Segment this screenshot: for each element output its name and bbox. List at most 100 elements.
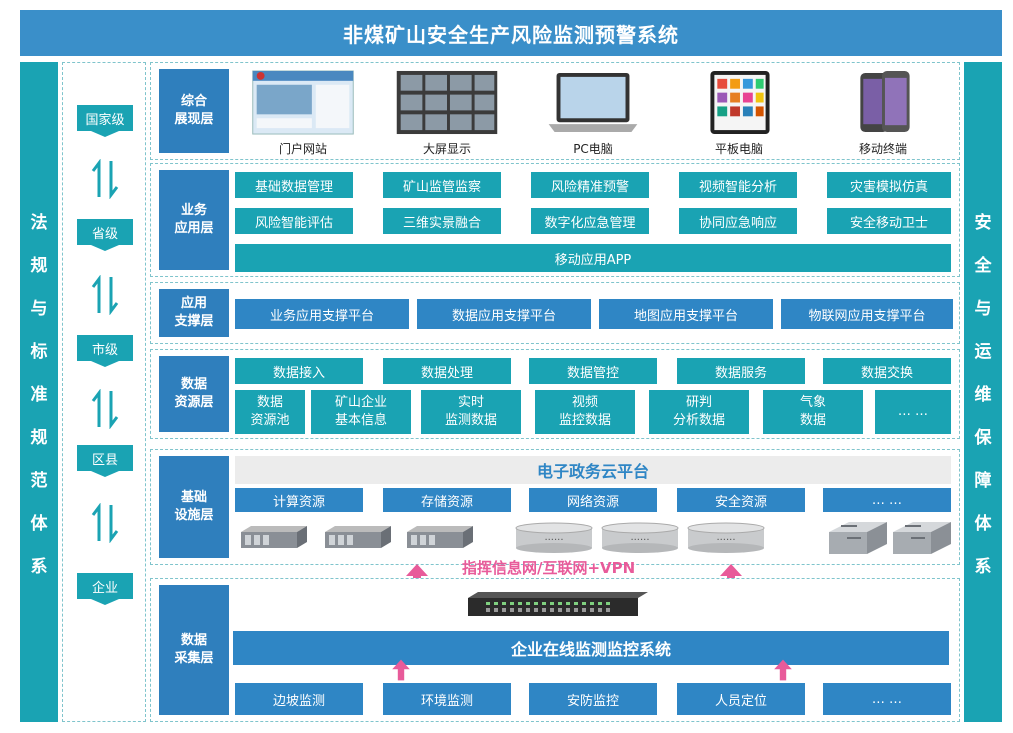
page-title: 非煤矿山安全生产风险监测预警系统 [20, 10, 1002, 56]
server-icon [241, 526, 307, 548]
layer-label: 数据 资源层 [159, 356, 229, 432]
layer-label-line: 数据 [180, 377, 207, 392]
data-op-box: 数据处理 [383, 358, 511, 384]
device-caption: 门户网站 [278, 142, 327, 156]
bidirectional-arrow-icon [91, 159, 119, 199]
network-router-icon [468, 592, 648, 616]
box-line: 视频 [571, 395, 598, 410]
video-wall-icon [396, 70, 498, 135]
layer-label: 基础 设施层 [159, 456, 229, 558]
module-box: 灾害模拟仿真 [827, 172, 951, 198]
admin-levels-panel: 国家级 省级 市级 区县 企业 [62, 62, 146, 722]
resource-box: 存储资源 [383, 488, 511, 512]
layer-label-line: 综合 [180, 94, 207, 109]
infrastructure-layer: 基础 设施层 电子政务云平台 计算资源 存储资源 网络资源 安全资源 … … .… [150, 449, 960, 565]
module-box: 风险精准预警 [531, 172, 649, 198]
up-arrow-icon [774, 659, 792, 681]
module-box: 三维实景融合 [383, 208, 501, 234]
box-line: 分析数据 [672, 413, 725, 428]
device-caption: 大屏显示 [422, 142, 471, 156]
device-portal: 门户网站 [247, 69, 359, 157]
data-op-box: 数据接入 [235, 358, 363, 384]
box-line: … … [897, 404, 929, 419]
device-caption: 平板电脑 [714, 142, 763, 156]
smartphone-icon [860, 70, 910, 133]
network-switch-icon [829, 522, 887, 554]
layer-label: 数据 采集层 [159, 585, 229, 715]
network-switch-icon [893, 522, 951, 554]
bidirectional-arrow-icon [91, 389, 119, 429]
data-op-box: 数据服务 [677, 358, 805, 384]
storage-disk-icon: ...... [601, 522, 679, 554]
drum-label: ...... [544, 532, 564, 543]
sensor-box: 边坡监测 [235, 683, 363, 715]
box-line: 矿山企业 [334, 395, 387, 410]
level-national: 国家级 [77, 105, 133, 137]
device-mobile: 移动终端 [827, 69, 939, 157]
module-box: 风险智能评估 [235, 208, 353, 234]
bidirectional-arrow-icon [91, 275, 119, 315]
side-char: 与 [30, 298, 48, 319]
laptop-icon [548, 72, 638, 133]
side-char: 系 [30, 556, 48, 577]
layer-label-line: 应用 [180, 296, 207, 311]
layer-label-line: 应用层 [174, 221, 214, 236]
resource-box: 安全资源 [677, 488, 805, 512]
data-resource-layer: 数据 资源层 数据接入 数据处理 数据管控 数据服务 数据交换 数据资源池 矿山… [150, 349, 960, 439]
resource-box: 网络资源 [529, 488, 657, 512]
box-line: 实时 [457, 395, 484, 410]
sensor-box: 安防监控 [529, 683, 657, 715]
side-char: 体 [974, 513, 992, 534]
layer-label-line: 采集层 [174, 651, 214, 666]
level-province: 省级 [77, 219, 133, 251]
box-line: 基本信息 [334, 413, 387, 428]
data-pool-box: 数据资源池 [235, 390, 305, 434]
module-box: 协同应急响应 [679, 208, 797, 234]
side-char: 维 [974, 384, 992, 405]
monitoring-system-bar: 企业在线监测监控系统 [233, 631, 949, 665]
side-panel-security: 安 全 与 运 维 保 障 体 系 [964, 62, 1002, 722]
layer-label-line: 展现层 [174, 112, 214, 127]
layer-label-line: 业务 [180, 203, 207, 218]
device-big-screen: 大屏显示 [391, 69, 503, 157]
server-icon [407, 526, 473, 548]
side-char: 保 [974, 427, 992, 448]
resource-box: 计算资源 [235, 488, 363, 512]
business-app-layer: 业务 应用层 基础数据管理 矿山监管监察 风险精准预警 视频智能分析 灾害模拟仿… [150, 163, 960, 277]
box-line: 监测数据 [444, 413, 497, 428]
cloud-platform-title: 电子政务云平台 [235, 456, 951, 484]
bidirectional-arrow-icon [91, 503, 119, 543]
box-line: 研判 [685, 395, 712, 410]
platform-box: 物联网应用支撑平台 [781, 299, 953, 329]
data-pool-box: 气象数据 [763, 390, 863, 434]
layer-label: 应用 支撑层 [159, 289, 229, 337]
display-layer: 综合 展现层 门户网站 大屏显示 PC电脑 [150, 62, 960, 160]
device-pc: PC电脑 [537, 69, 649, 157]
module-box: 矿山监管监察 [383, 172, 501, 198]
layer-label-line: 资源层 [174, 395, 214, 410]
layer-label: 业务 应用层 [159, 170, 229, 270]
side-char: 障 [974, 470, 992, 491]
up-arrow-icon [720, 564, 742, 590]
data-pool-box: 视频监控数据 [535, 390, 635, 434]
box-line: 气象 [799, 395, 826, 410]
mobile-app-bar: 移动应用APP [235, 244, 951, 272]
side-char: 范 [30, 470, 48, 491]
side-char: 准 [30, 384, 48, 405]
storage-disk-icon: ...... [687, 522, 765, 554]
platform-box: 业务应用支撑平台 [235, 299, 409, 329]
side-char: 规 [30, 427, 48, 448]
box-line: 数据 [799, 413, 826, 428]
side-char: 运 [974, 341, 992, 362]
resource-box: … … [823, 488, 951, 512]
side-char: 安 [974, 212, 992, 233]
layer-label: 综合 展现层 [159, 69, 229, 153]
sensor-box: 环境监测 [383, 683, 511, 715]
level-city: 市级 [77, 335, 133, 367]
side-char: 全 [974, 255, 992, 276]
device-caption: 移动终端 [858, 142, 907, 156]
device-tablet: 平板电脑 [683, 69, 795, 157]
side-panel-regulations: 法 规 与 标 准 规 范 体 系 [20, 62, 58, 722]
level-county: 区县 [77, 445, 133, 477]
platform-box: 地图应用支撑平台 [599, 299, 773, 329]
